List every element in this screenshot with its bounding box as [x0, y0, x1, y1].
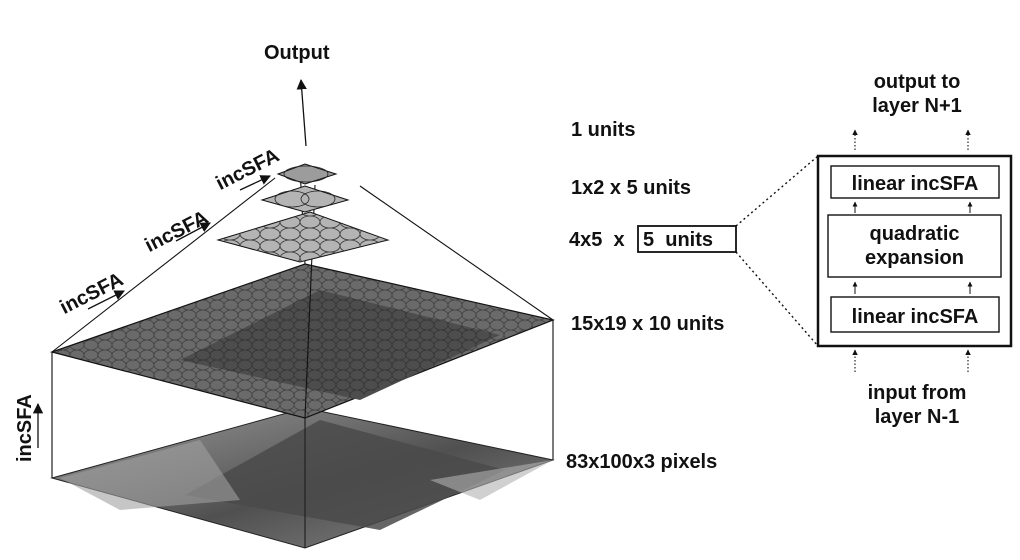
output-to-label: output to layer N+1 [872, 71, 962, 118]
zoom-line-bottom [735, 251, 819, 347]
output-arrow [296, 78, 307, 147]
layer-4x5-label: 4x5 x [569, 229, 625, 251]
layer-15x19-plane [49, 263, 556, 419]
layer-1x2-plane [260, 185, 350, 213]
linear-incsfa-top-label: linear incSFA [851, 173, 979, 195]
layer-15x19-label: 15x19 x 10 units [571, 313, 725, 335]
layer-top-label: 1 units [571, 119, 636, 141]
output-label: Output [264, 42, 330, 64]
input-from-label: input from layer N-1 [867, 382, 967, 429]
layer-1x2-label: 1x2 x 5 units [571, 177, 692, 199]
layer-4x5-plane [216, 211, 390, 263]
input-image-plane [50, 407, 555, 549]
linear-top-box [830, 165, 1000, 199]
quadratic-expansion-label: quadratic expansion [865, 223, 964, 270]
incsfa-label-vertical: incSFA [14, 394, 36, 462]
quadratic-box [827, 214, 1002, 278]
input-layer-label: 83x100x3 pixels [566, 451, 718, 473]
node-io-arrows [852, 129, 971, 372]
highlight-box [637, 225, 737, 253]
top-unit-plane [276, 163, 338, 185]
node-internal-arrows [852, 201, 973, 294]
zoom-line-top [735, 155, 819, 227]
incsfa-arrow-1 [87, 290, 125, 310]
incsfa-arrow-2 [175, 222, 211, 242]
layer-4x5-units-label: 5 units [643, 229, 714, 251]
linear-bottom-box [830, 296, 1000, 333]
incsfa-arrow-3 [239, 175, 271, 191]
linear-incsfa-bottom-label: linear incSFA [851, 306, 979, 328]
